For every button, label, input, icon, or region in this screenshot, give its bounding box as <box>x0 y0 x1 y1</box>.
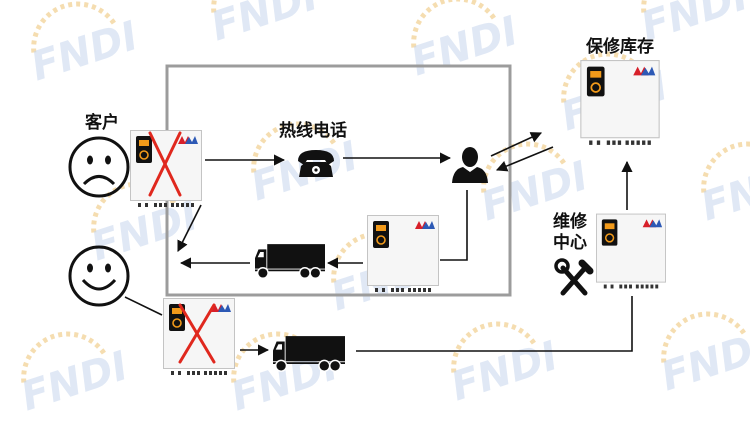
replacement-inverter <box>367 215 439 293</box>
reject-cross-mark <box>178 303 216 364</box>
telephone-icon <box>298 150 334 177</box>
repair-center-label-line2: 中心 <box>553 233 587 253</box>
line-truck-to-repair <box>356 296 633 352</box>
spare-stock-label: 保修库存 <box>586 37 654 57</box>
arrow-agent-to-stock <box>490 132 543 157</box>
arrow-stock-to-agent <box>495 146 554 172</box>
delivery-truck-icon <box>255 244 325 279</box>
spare-stock-inverter <box>580 60 660 146</box>
smiley-face-icon <box>68 245 130 307</box>
repair-center-label-line1: 维修 <box>553 212 587 232</box>
tools-icon <box>554 258 594 296</box>
repaired-inverter <box>596 213 666 290</box>
reject-cross-mark <box>148 131 182 197</box>
flow-arrows <box>124 132 633 356</box>
person-icon <box>452 147 488 183</box>
return-truck-icon <box>273 336 345 372</box>
line-agent-down <box>440 190 468 261</box>
hotline-label: 热线电话 <box>279 121 347 141</box>
line-smiley-to-return <box>124 296 163 316</box>
sad-face-icon <box>68 136 130 198</box>
customer-label: 客户 <box>85 113 119 133</box>
arrow-inverter-to-smiley <box>177 204 202 253</box>
repair-center-label: 维修 中心 <box>553 212 587 254</box>
